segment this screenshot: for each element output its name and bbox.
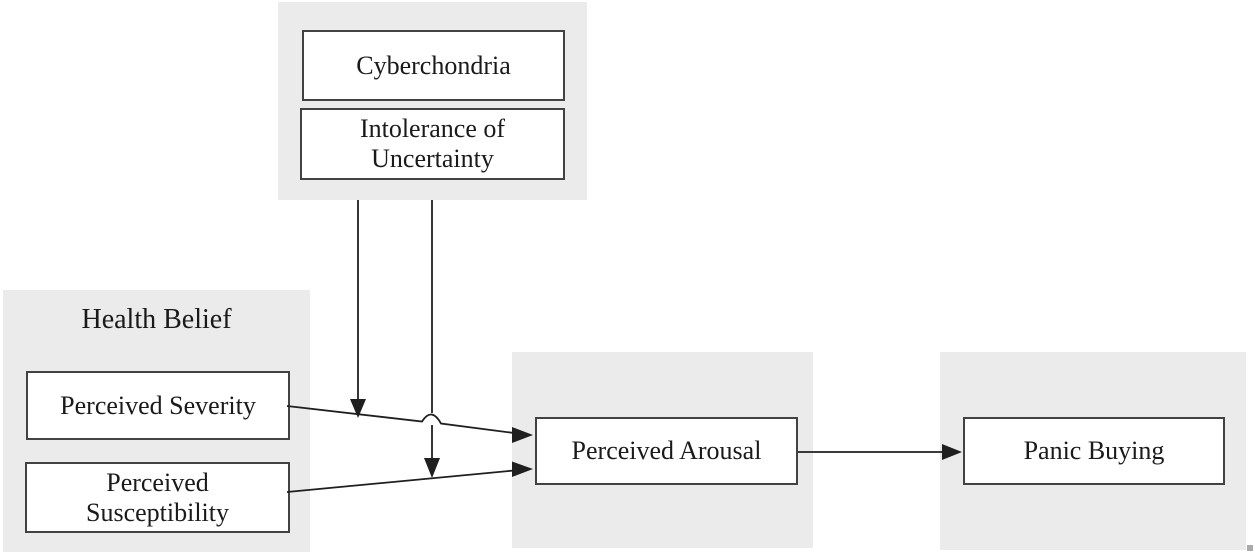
cyberchondria-box: Cyberchondria (302, 30, 565, 101)
antecedents-panel: Cyberchondria Intolerance of Uncertainty (278, 2, 587, 200)
arrow-susceptibility-to-arousal (286, 461, 533, 493)
panic-buying-label: Panic Buying (1023, 436, 1165, 466)
perceived-arousal-label: Perceived Arousal (571, 436, 762, 466)
arrow-antecedents-moderates-susceptibility-path (424, 200, 440, 478)
perceived-susceptibility-label: Perceived Susceptibility (86, 467, 229, 527)
cyberchondria-label: Cyberchondria (356, 50, 511, 80)
health-belief-panel: Health Belief Perceived Severity Perceiv… (3, 290, 310, 552)
arrow-arousal-to-panic-buying (798, 444, 962, 460)
health-belief-title: Health Belief (81, 304, 232, 335)
perceived-arousal-panel: Perceived Arousal (512, 352, 813, 548)
intolerance-of-uncertainty-box: Intolerance of Uncertainty (300, 108, 565, 180)
perceived-severity-label: Perceived Severity (60, 390, 256, 420)
arrow-antecedents-moderates-severity-path (350, 200, 366, 418)
perceived-severity-box: Perceived Severity (26, 371, 290, 440)
panic-buying-box: Panic Buying (963, 417, 1225, 485)
panic-buying-panel: Panic Buying (940, 352, 1246, 550)
perceived-susceptibility-box: Perceived Susceptibility (25, 462, 290, 533)
arrow-severity-to-arousal (286, 405, 533, 443)
perceived-arousal-box: Perceived Arousal (535, 417, 798, 485)
artifact-mark (1247, 545, 1253, 551)
intolerance-of-uncertainty-label: Intolerance of Uncertainty (359, 114, 506, 173)
